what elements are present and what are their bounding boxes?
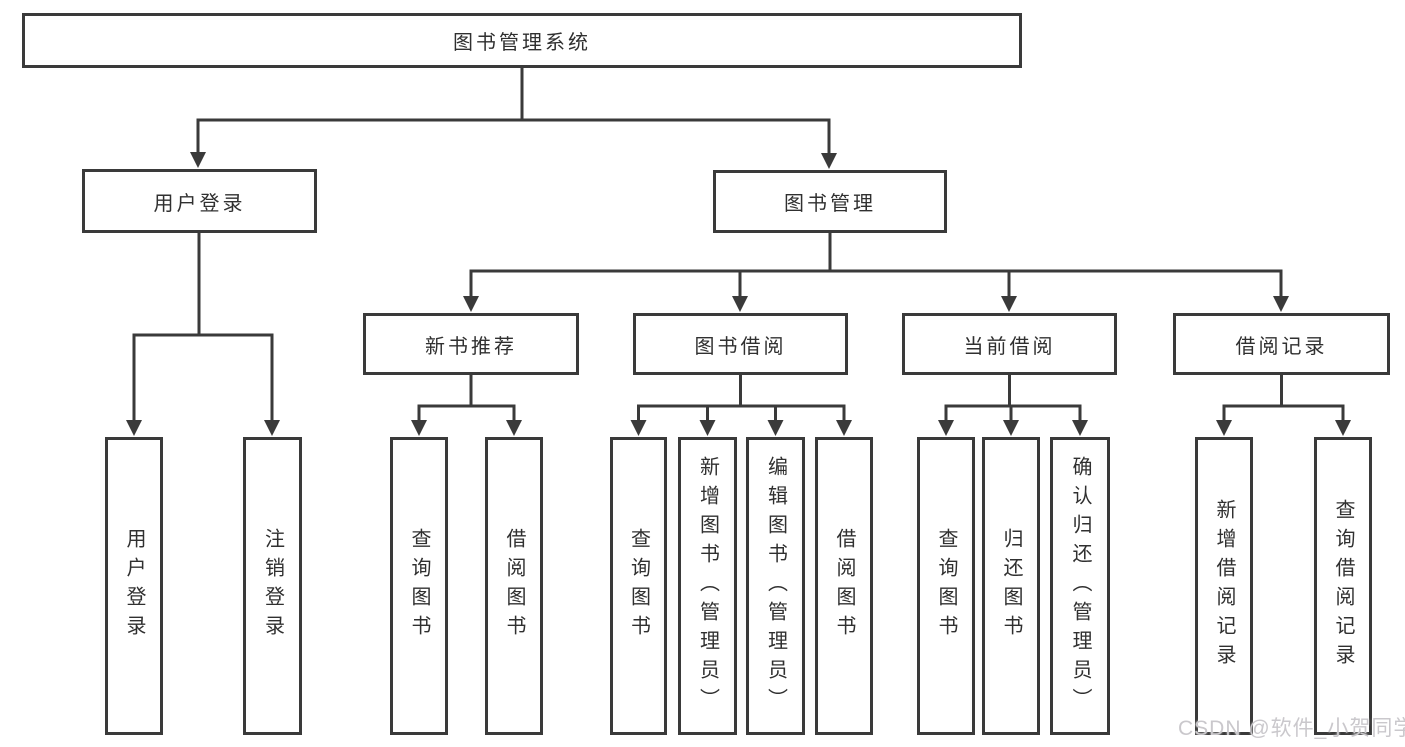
leaf-logout-label: 注销登录	[261, 528, 284, 644]
node-new-book-recommendation: 新书推荐	[363, 313, 579, 375]
leaf-borrow-books-recommend-label: 借阅图书	[503, 528, 525, 644]
leaf-user-login-label: 用户登录	[123, 528, 145, 644]
node-borrowing-records-label: 借阅记录	[1235, 335, 1328, 358]
leaf-query-borrow-record: 查询借阅记录	[1314, 437, 1372, 735]
leaf-add-borrow-record: 新增借阅记录	[1195, 437, 1253, 735]
node-borrowing-records: 借阅记录	[1173, 313, 1390, 375]
arrowheads	[126, 152, 1351, 436]
node-root-label: 图书管理系统	[453, 32, 591, 54]
leaf-return-books: 归还图书	[982, 437, 1040, 735]
leaf-edit-books-admin-label: 编辑图书（管理员）	[764, 455, 787, 717]
leaf-borrow-books-label: 借阅图书	[833, 528, 855, 644]
node-book-borrowing-label: 图书借阅	[694, 335, 787, 358]
node-user-login-label: 用户登录	[153, 192, 246, 215]
node-user-login: 用户登录	[82, 169, 317, 233]
node-current-borrowing-label: 当前借阅	[963, 335, 1056, 358]
node-book-management: 图书管理	[713, 170, 947, 233]
leaf-add-books-admin-label: 新增图书（管理员）	[696, 455, 719, 717]
node-current-borrowing: 当前借阅	[902, 313, 1117, 375]
leaf-borrow-books-recommend: 借阅图书	[485, 437, 543, 735]
leaf-query-books-recommend: 查询图书	[390, 437, 448, 735]
leaf-query-borrow-record-label: 查询借阅记录	[1332, 499, 1354, 673]
leaf-logout: 注销登录	[243, 437, 302, 735]
csdn-watermark: CSDN @软件_小贺同学	[1178, 717, 1405, 740]
leaf-query-books-borrow: 查询图书	[610, 437, 667, 735]
leaf-edit-books-admin: 编辑图书（管理员）	[746, 437, 805, 735]
leaf-confirm-return-admin: 确认归还（管理员）	[1050, 437, 1110, 735]
connector-lines	[132, 68, 1345, 423]
leaf-borrow-books: 借阅图书	[815, 437, 873, 735]
node-book-borrowing: 图书借阅	[633, 313, 848, 375]
leaf-confirm-return-admin-label: 确认归还（管理员）	[1069, 455, 1091, 717]
node-new-book-recommendation-label: 新书推荐	[425, 335, 517, 358]
node-root: 图书管理系统	[22, 13, 1022, 68]
leaf-query-books-current-label: 查询图书	[935, 528, 957, 644]
node-book-management-label: 图书管理	[784, 193, 876, 215]
leaf-query-books-recommend-label: 查询图书	[408, 528, 430, 644]
leaf-add-books-admin: 新增图书（管理员）	[678, 437, 737, 735]
leaf-add-borrow-record-label: 新增借阅记录	[1213, 499, 1235, 673]
leaf-user-login: 用户登录	[105, 437, 163, 735]
leaf-return-books-label: 归还图书	[1000, 528, 1022, 644]
leaf-query-books-current: 查询图书	[917, 437, 975, 735]
leaf-query-books-borrow-label: 查询图书	[627, 528, 650, 644]
